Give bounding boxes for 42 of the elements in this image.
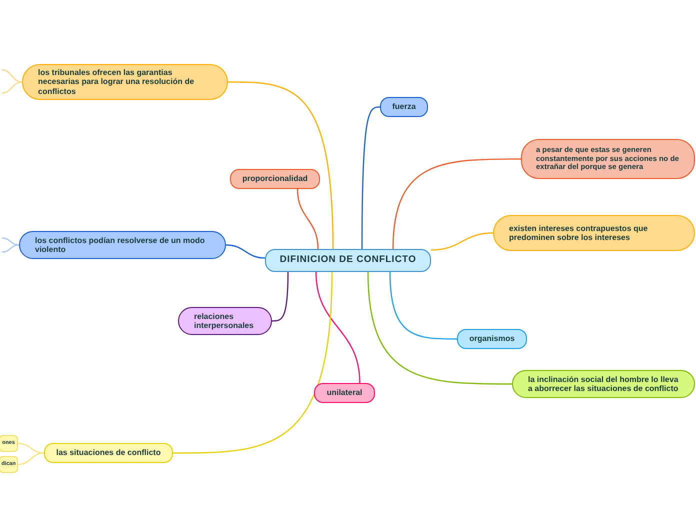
- topic-bubble: [178, 307, 272, 335]
- connector-line: [2, 244, 20, 253]
- central-topic: [265, 249, 431, 272]
- connector-line: [18, 442, 44, 454]
- topic-text: DIFINICION DE CONFLICTO: [280, 255, 416, 266]
- connector-line: [272, 272, 289, 322]
- connector-line: [226, 244, 266, 259]
- connector-line: [430, 232, 494, 251]
- topic-bubble: [380, 97, 428, 117]
- connector-line: [361, 106, 380, 249]
- topic-bubble: [493, 215, 695, 251]
- topic-bubble: [0, 435, 18, 452]
- connector-line: [18, 452, 44, 466]
- topic-text: proporcionalidad: [242, 174, 308, 184]
- topic-bubble: [44, 443, 173, 463]
- topic-bubble: [19, 231, 226, 259]
- topic-text: relaciones interpersonales: [194, 312, 255, 330]
- connector-line: [228, 81, 334, 250]
- topic-text: unilateral: [326, 388, 362, 398]
- topic-bubble: [521, 139, 695, 179]
- connector-line: [2, 69, 22, 83]
- connector-line: [389, 272, 457, 340]
- topic-bubble: [230, 169, 320, 189]
- topic-text: existen intereses contrapuestos que predominen sobre los intereses: [509, 224, 649, 242]
- connector-line: [392, 158, 521, 250]
- topic-bubble: [0, 456, 18, 473]
- connector-line: [367, 272, 512, 385]
- topic-bubble: [512, 370, 695, 398]
- topic-bubble: [457, 329, 527, 349]
- topic-text: la inclinación social del hombre lo lleva a aborrecer las situaciones de conflicto: [528, 374, 679, 394]
- topic-text: organismos: [469, 334, 515, 344]
- topic-text: fuerza: [392, 102, 416, 112]
- topic-bubble: [22, 64, 228, 100]
- connector-line: [296, 188, 319, 250]
- topic-text: los tribunales ofrecen las garantias necesarias para lograr una resolución de conflictos: [38, 68, 196, 96]
- topic-bubble: [314, 383, 375, 403]
- connector-line: [2, 81, 22, 94]
- topic-text: los conflictos podían resolverse de un modo violento: [35, 236, 206, 254]
- connector-line: [2, 237, 20, 246]
- connector-line: [315, 272, 360, 384]
- topic-text: las situaciones de conflicto: [56, 448, 161, 458]
- connector-line: [173, 272, 333, 454]
